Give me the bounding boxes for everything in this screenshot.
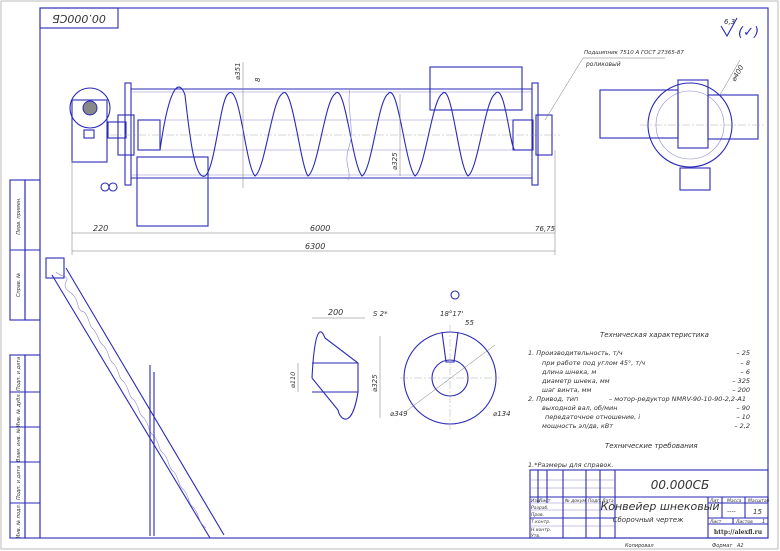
spec-label: 2. Привод, тип [528, 395, 578, 403]
spec-label: диаметр шнека, мм [541, 377, 610, 385]
role-label: Пров. [531, 512, 544, 518]
spec-label: мощность эл/дв, кВт [542, 422, 613, 430]
scale-label: Масштаб [748, 498, 770, 504]
dim-d400: ⌀400 [730, 63, 746, 83]
tech-specs-title: Техническая характеристика [600, 331, 709, 339]
col-label: Лист [538, 498, 551, 504]
dim-6000: 6000 [310, 224, 330, 233]
sheets-value: 1 [762, 519, 765, 525]
spec-label: передаточное отношение, i [545, 413, 640, 421]
dim-d349: ⌀349 [390, 410, 408, 418]
dim-d351: ⌀351 [234, 62, 242, 80]
side-stamp: Перв. примен. Справ. № Подп. и дата Инв.… [9, 179, 41, 539]
sheet-label: Лист [709, 519, 722, 525]
bearing-note: Подшипник 7510 А ГОСТ 27365-87 роликовый [544, 50, 684, 121]
col-label: № докум. [564, 498, 587, 504]
roughness-symbol: 6,3 (✓) [720, 17, 759, 40]
sheets-label: Листов [735, 519, 753, 525]
dim-d110: ⌀110 [289, 372, 297, 388]
format-value: A2 [736, 543, 744, 549]
spec-value: – 90 [736, 404, 750, 412]
spec-value: – 25 [736, 349, 750, 357]
dim-angle: 18°17' [440, 310, 463, 318]
spec-value: – 325 [732, 377, 750, 385]
role-label: Разраб. [531, 505, 549, 511]
spec-label: при работе под углом 45°, т/ч [542, 359, 645, 367]
spec-label: 1. Производительность, т/ч [528, 349, 623, 357]
scale-value: 15 [753, 508, 762, 516]
bearing-note-line1: Подшипник 7510 А ГОСТ 27365-87 [584, 50, 684, 56]
role-label: Утв. [531, 533, 540, 539]
stamp-label: Инв. № подл. [16, 504, 22, 539]
dim-6300: 6300 [305, 242, 325, 251]
lit-label: Лит [709, 498, 719, 504]
title-block-code: 00.000СБ [651, 478, 710, 492]
dim-d134: ⌀134 [493, 410, 511, 418]
main-view: ⌀351 8 ⌀325 220 6000 76,75 6300 [69, 62, 560, 255]
spec-label: шаг винта, мм [542, 386, 592, 394]
spec-value: – 10 [736, 413, 750, 421]
title-block-name: Конвейер шнековый [600, 500, 719, 513]
tech-specs: Техническая характеристика 1. Производит… [528, 331, 750, 469]
dim-d325b: ⌀325 [371, 374, 379, 392]
spec-value: – 8 [741, 359, 750, 367]
dim-d325: ⌀325 [391, 152, 399, 170]
flight-view: 200 ⌀110 ⌀325 S 2* [289, 308, 388, 420]
title-block-doc-type: Сборочный чертеж [613, 516, 684, 524]
requirement-item: 1.*Размеры для справок. [528, 461, 613, 469]
rotation-icon [450, 290, 460, 300]
spec-label: выходной вал, об/мин [542, 404, 617, 412]
mass-label: Масса [727, 498, 742, 504]
stamp-label: Взам. инв. № [16, 428, 22, 462]
col-label: Подп. [588, 498, 602, 504]
stamp-label: Перв. примен. [16, 197, 22, 235]
stamp-label: Подп. и дата [16, 357, 22, 391]
spec-label: длина шнека, м [541, 368, 596, 376]
spec-value: – 6 [741, 368, 750, 376]
dim-s2: S 2* [373, 310, 388, 318]
end-view: ⌀400 [599, 59, 765, 191]
dim-220: 220 [93, 224, 108, 233]
website: http://alexfl.ru [714, 529, 763, 536]
requirements-title: Технические требования [605, 442, 698, 450]
spec-value: – 200 [732, 386, 750, 394]
stamp-label: Подп. и дата [16, 466, 22, 500]
inclined-view [45, 257, 225, 539]
col-label: Изм [531, 498, 541, 504]
copied-label: Копировал [625, 543, 654, 549]
role-label: Т.контр. [531, 519, 551, 525]
dim-8: 8 [254, 77, 262, 82]
bearing-note-line2: роликовый [585, 61, 621, 68]
dim-200: 200 [328, 308, 343, 317]
dim-76-75: 76,75 [535, 225, 556, 233]
drawing-frame [39, 7, 769, 539]
col-label: Дата [601, 498, 614, 504]
roughness-value: 6,3 [724, 18, 735, 26]
disc-view: 18°17' 55 ⌀349 ⌀134 [390, 290, 511, 430]
code-box [39, 7, 119, 29]
format-label: Формат [712, 543, 733, 549]
title-block: 00.000СБ Изм Лист № докум. Подп. Дата Ра… [529, 469, 770, 549]
spec-value: – 2,2 [734, 422, 750, 430]
stamp-label: Инв. № дубл. [16, 393, 22, 427]
dim-55: 55 [465, 319, 474, 327]
spec-value: – мотор-редуктор NMRV-90-10-90-2,2-A1 [609, 395, 746, 403]
roughness-mark: (✓) [738, 25, 759, 40]
stamp-label: Справ. № [16, 273, 22, 297]
mass-value: ---- [727, 508, 736, 515]
code-rotated: 00.000СБ [52, 12, 106, 25]
role-label: Н.контр. [531, 527, 551, 533]
